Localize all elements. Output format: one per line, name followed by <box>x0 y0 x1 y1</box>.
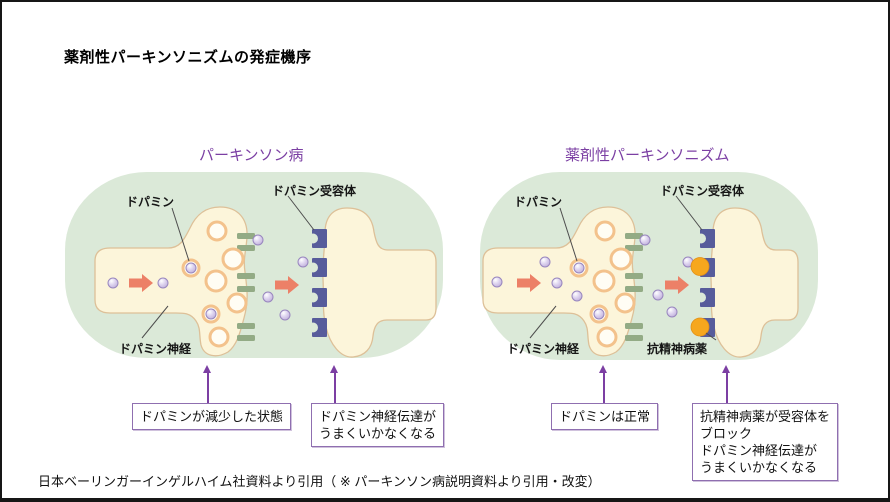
release-site-bar <box>237 335 255 341</box>
release-site-bar <box>625 233 643 239</box>
callout-dopamine-decreased: ドパミンが減少した状態 <box>132 403 292 430</box>
dopamine-vesicle <box>592 269 616 293</box>
label-pointer-line <box>675 195 703 231</box>
dopamine-vesicle <box>614 292 636 314</box>
antipsychotic-drug-ball <box>690 257 710 276</box>
label-dopamine-neuron: ドパミン神経 <box>119 342 192 356</box>
release-site-bar <box>625 335 643 341</box>
receptor-binding-notch <box>308 262 318 273</box>
dopamine-molecule <box>205 308 217 320</box>
release-site-bar <box>625 323 643 329</box>
release-site-bar <box>237 323 255 329</box>
antipsychotic-drug-ball <box>690 317 710 337</box>
dopamine-vesicle <box>206 220 228 242</box>
dopamine-molecule <box>652 289 664 301</box>
label-pointer-line <box>141 305 169 339</box>
nerve-impulse-arrow <box>517 274 541 292</box>
label-pointer-line <box>287 195 315 231</box>
release-site-bar <box>237 233 255 239</box>
dopamine-vesicle <box>609 247 633 271</box>
dopamine-molecule <box>252 234 264 246</box>
dopamine-receptor <box>700 229 715 248</box>
label-pointer-line <box>705 332 717 341</box>
dopamine-vesicle <box>596 326 618 348</box>
nerve-impulse-arrow <box>665 276 689 294</box>
dopamine-vesicle <box>226 292 248 314</box>
callout-receptor-blocked: 抗精神病薬が受容体を ブロック ドパミン神経伝達が うまくいかなくなる <box>692 403 839 481</box>
release-site-bar <box>625 245 643 251</box>
nerve-impulse-arrow <box>129 274 153 292</box>
label-dopamine-receptor: ドパミン受容体 <box>272 184 357 198</box>
parkinsons-disease-diagram <box>65 172 443 358</box>
callout-up-arrow <box>599 365 608 403</box>
callout-up-arrow <box>203 365 212 403</box>
dopamine-molecule <box>107 277 119 289</box>
receptor-binding-notch <box>308 292 318 303</box>
dopamine-molecule <box>262 291 274 303</box>
receptor-binding-notch <box>308 322 318 333</box>
page-title: 薬剤性パーキンソニズムの発症機序 <box>64 49 312 66</box>
nerve-impulse-arrow <box>275 276 299 294</box>
receptor-binding-notch <box>696 292 706 303</box>
dopamine-vesicle <box>204 269 228 293</box>
label-dopamine: ドパミン <box>514 195 563 209</box>
dopamine-molecule <box>539 256 551 268</box>
callout-dopamine-normal: ドパミンは正常 <box>551 403 659 430</box>
right-panel-title: 薬剤性パーキンソニズム <box>565 147 730 164</box>
label-dopamine-neuron: ドパミン神経 <box>507 342 580 356</box>
dopamine-molecule <box>551 277 563 289</box>
dopamine-molecule <box>279 309 291 321</box>
dopamine-molecule <box>571 290 583 302</box>
dopamine-molecule <box>157 277 169 289</box>
callout-transmission-impaired: ドパミン神経伝達が うまくいかなくなる <box>311 403 445 447</box>
dopamine-receptor <box>700 288 715 307</box>
release-site-bar <box>237 286 255 292</box>
dopamine-receptor <box>312 318 327 337</box>
release-site-bar <box>625 273 643 279</box>
dopamine-molecule <box>666 306 678 318</box>
label-pointer-line <box>529 305 557 339</box>
dopamine-vesicle <box>221 247 245 271</box>
callout-up-arrow <box>330 365 339 403</box>
dopamine-vesicle <box>208 326 230 348</box>
dopamine-molecule <box>297 256 309 268</box>
source-citation: 日本ベーリンガーインゲルハイム社資料より引用（ ※ パーキンソン病説明資料より引… <box>38 474 601 489</box>
receptor-binding-notch <box>308 233 318 244</box>
dopamine-molecule <box>185 262 197 274</box>
label-pointer-line <box>559 207 578 262</box>
dopamine-molecule <box>491 276 503 288</box>
release-site-bar <box>237 245 255 251</box>
dopamine-receptor <box>312 288 327 307</box>
dopamine-receptor <box>312 258 327 277</box>
dopamine-receptor <box>312 229 327 248</box>
receptor-binding-notch <box>696 233 706 244</box>
left-panel-title: パーキンソン病 <box>199 147 304 164</box>
label-pointer-line <box>171 207 190 262</box>
drug-induced-parkinsonism-diagram <box>480 172 818 360</box>
label-antipsychotic: 抗精神病薬 <box>647 342 708 356</box>
dopamine-molecule <box>573 262 585 274</box>
dopamine-molecule <box>639 234 651 246</box>
callout-up-arrow <box>722 365 731 403</box>
label-dopamine: ドパミン <box>126 195 175 209</box>
release-site-bar <box>237 273 255 279</box>
label-dopamine-receptor: ドパミン受容体 <box>660 184 745 198</box>
release-site-bar <box>625 286 643 292</box>
dopamine-molecule <box>593 308 605 320</box>
dopamine-vesicle <box>594 220 616 242</box>
